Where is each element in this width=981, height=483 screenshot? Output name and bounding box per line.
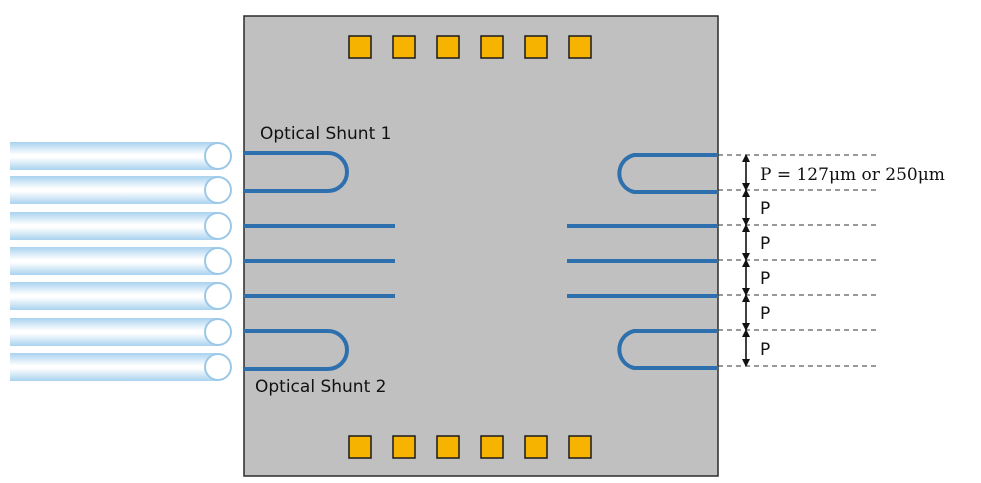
bond-pad-top-4 — [480, 35, 504, 59]
optical-fiber — [10, 176, 218, 204]
optical-shunt-2-label: Optical Shunt 2 — [255, 377, 386, 397]
bond-pad-top-6 — [568, 35, 592, 59]
bond-pad-top-3 — [436, 35, 460, 59]
right-waveguides — [567, 153, 718, 370]
pitch-label: P — [760, 234, 770, 254]
fiber-end-face — [204, 318, 232, 346]
pitch-label-full: P = 127μm or 250μm — [760, 165, 945, 185]
left-waveguides — [244, 151, 395, 371]
bond-pads-bottom — [348, 435, 592, 459]
bond-pads-top — [348, 35, 592, 59]
bond-pad-top-1 — [348, 35, 372, 59]
fiber-end-face — [204, 247, 232, 275]
pitch-label: P — [760, 340, 770, 360]
pitch-guides — [718, 154, 880, 367]
bond-pad-bottom-1 — [348, 435, 372, 459]
bond-pad-bottom-3 — [436, 435, 460, 459]
fiber-end-face — [204, 353, 232, 381]
optical-fiber — [10, 282, 218, 310]
chip-body — [243, 15, 719, 477]
bond-pad-top-2 — [392, 35, 416, 59]
optical-fiber — [10, 142, 218, 170]
optical-fiber — [10, 212, 218, 240]
right-loop-bottom — [617, 329, 718, 370]
optical-fiber — [10, 353, 218, 381]
pitch-label: P — [760, 269, 770, 289]
optical-shunt-1-loop — [244, 151, 349, 193]
fiber-end-face — [204, 142, 232, 170]
bond-pad-top-5 — [524, 35, 548, 59]
bond-pad-bottom-2 — [392, 435, 416, 459]
pitch-label: P — [760, 199, 770, 219]
fiber-end-face — [204, 282, 232, 310]
fiber-end-face — [204, 212, 232, 240]
optical-shunt-2-loop — [244, 329, 349, 371]
fiber-end-face — [204, 176, 232, 204]
fiber-array — [10, 142, 232, 381]
bond-pad-bottom-6 — [568, 435, 592, 459]
bond-pad-bottom-5 — [524, 435, 548, 459]
bond-pad-bottom-4 — [480, 435, 504, 459]
optical-shunt-1-label: Optical Shunt 1 — [260, 124, 391, 144]
pitch-label: P — [760, 304, 770, 324]
optical-fiber — [10, 318, 218, 346]
optical-fiber — [10, 247, 218, 275]
right-loop-top — [617, 153, 718, 194]
